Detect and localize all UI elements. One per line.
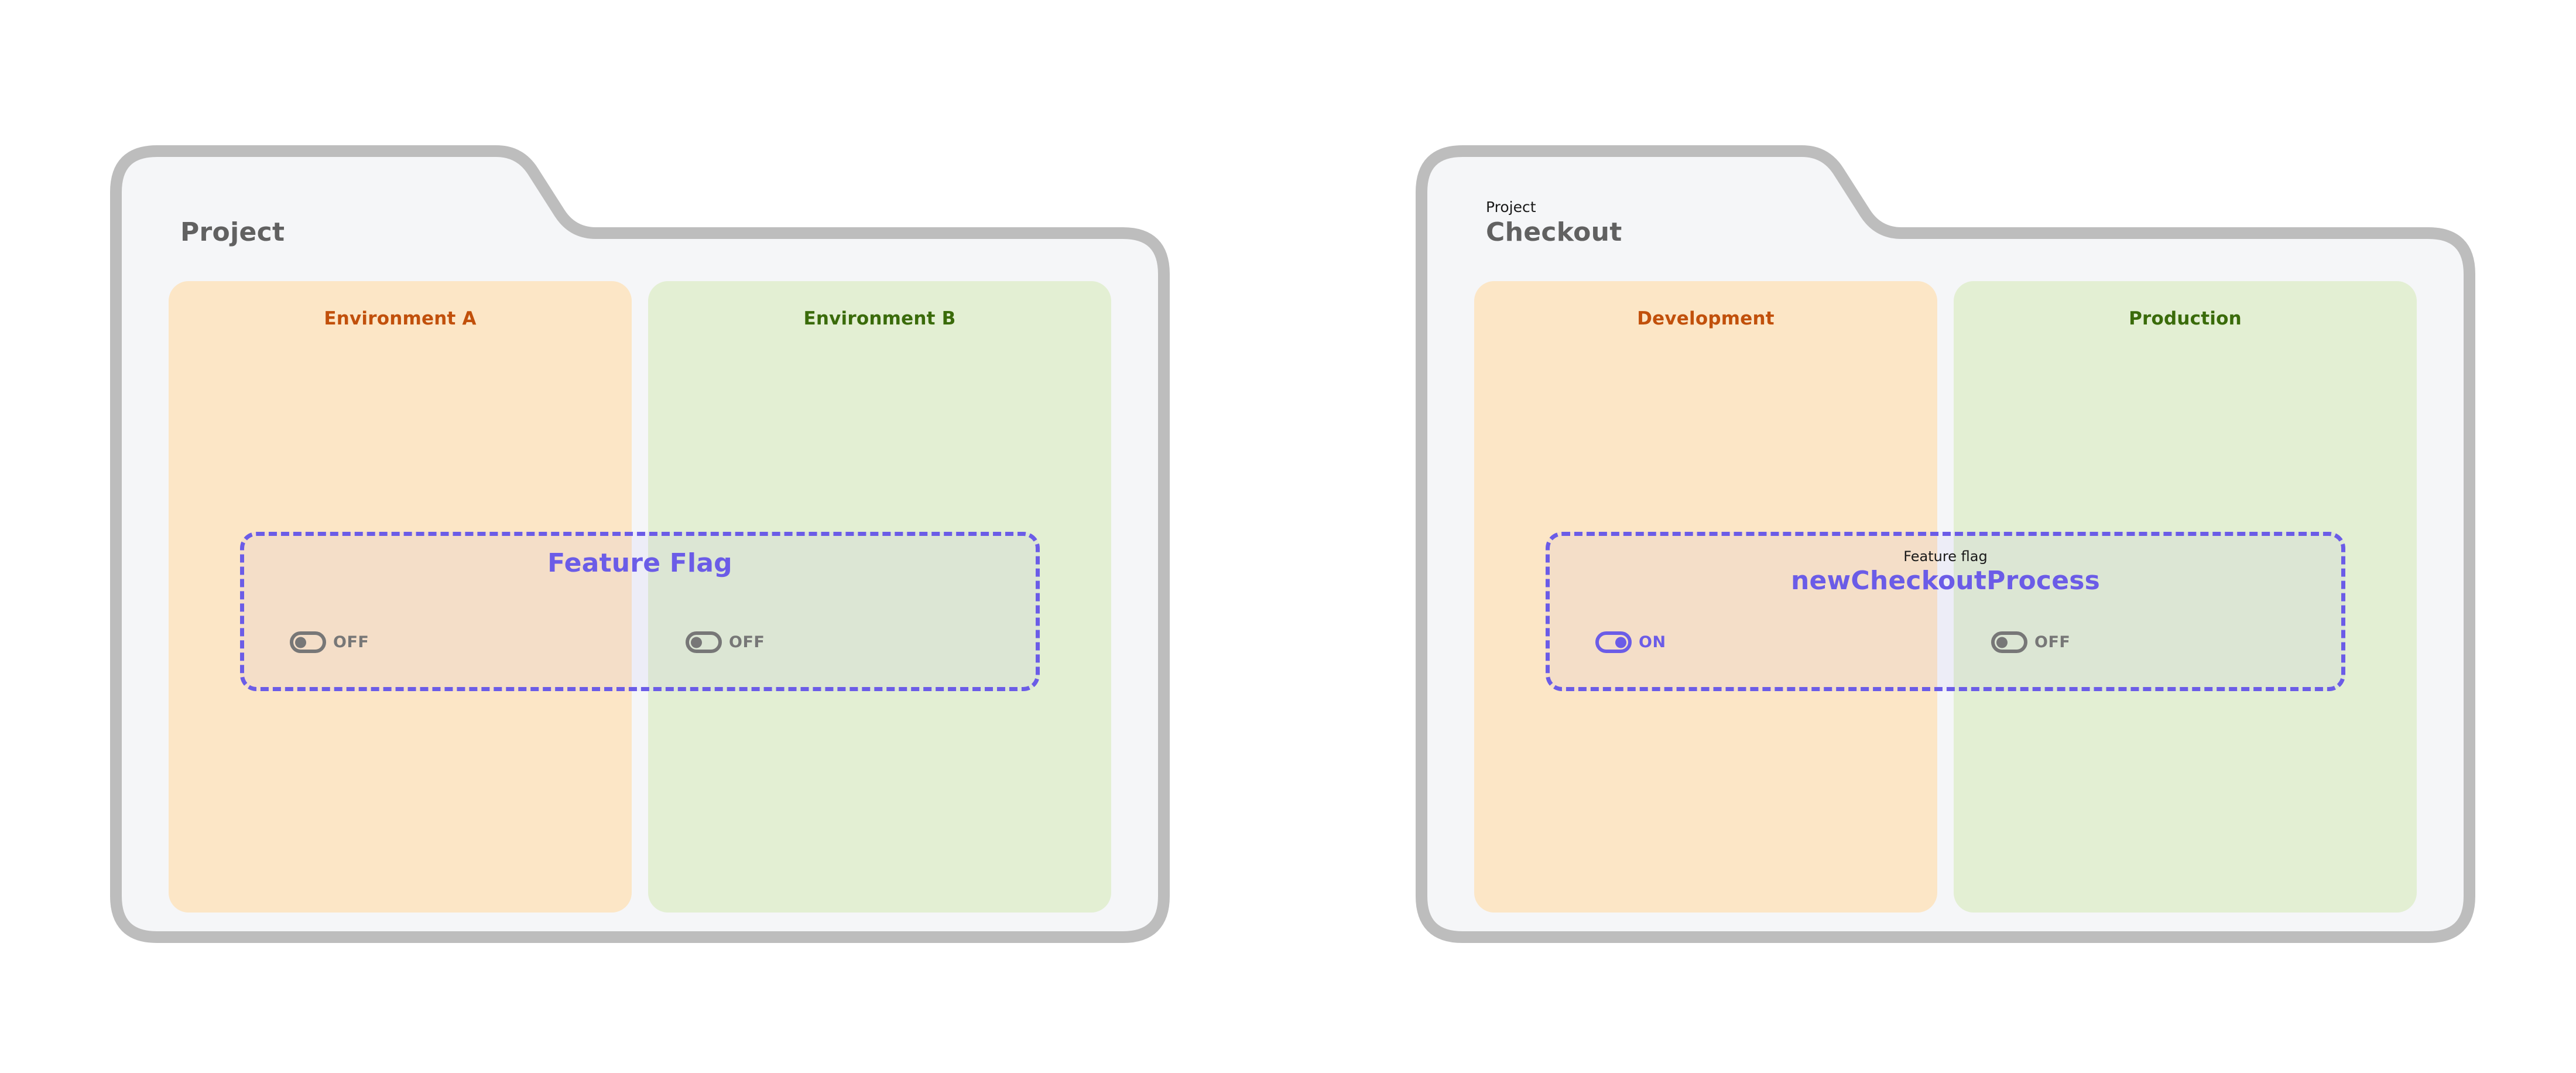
environment-title: Environment A bbox=[324, 308, 477, 329]
toggle-switch-icon[interactable] bbox=[1595, 631, 1632, 653]
feature-flag-toggle-prod[interactable]: OFF bbox=[686, 631, 765, 653]
toggle-state-label: OFF bbox=[2034, 633, 2071, 651]
environment-title: Production bbox=[2129, 308, 2242, 329]
folder-checkout: Project Checkout Development Production … bbox=[1416, 145, 2475, 943]
toggle-state-label: OFF bbox=[729, 633, 765, 651]
environment-row: Development Production bbox=[1474, 281, 2417, 913]
toggle-knob bbox=[295, 637, 306, 648]
toggle-switch-icon[interactable] bbox=[686, 631, 722, 653]
feature-flag-band: Feature flag newCheckoutProcess ON OFF bbox=[1546, 532, 2345, 691]
toggle-switch-icon[interactable] bbox=[290, 631, 326, 653]
toggle-state-label: ON bbox=[1639, 633, 1666, 651]
folder-generic: Project Environment A Environment B Feat… bbox=[110, 145, 1170, 943]
environment-panel-dev: Development bbox=[1474, 281, 1937, 913]
flag-half-prod: OFF bbox=[1945, 536, 2341, 687]
feature-flag-band: Feature Flag OFF OFF bbox=[240, 532, 1040, 691]
feature-flag-toggle-dev[interactable]: OFF bbox=[290, 631, 369, 653]
toggle-state-label: OFF bbox=[333, 633, 369, 651]
toggle-switch-icon[interactable] bbox=[1991, 631, 2027, 653]
environment-title: Development bbox=[1637, 308, 1775, 329]
flag-half-dev: ON bbox=[1550, 536, 1945, 687]
environment-panel-dev: Environment A bbox=[169, 281, 632, 913]
toggle-knob bbox=[691, 637, 702, 648]
flag-half-dev: OFF bbox=[244, 536, 640, 687]
environment-title: Environment B bbox=[803, 308, 956, 329]
toggle-knob bbox=[1996, 637, 2008, 648]
feature-flag-toggle-dev[interactable]: ON bbox=[1595, 631, 1666, 653]
toggle-knob bbox=[1615, 637, 1626, 648]
environment-panel-prod: Environment B bbox=[648, 281, 1111, 913]
environment-panel-prod: Production bbox=[1954, 281, 2417, 913]
flag-half-prod: OFF bbox=[640, 536, 1036, 687]
feature-flag-toggle-prod[interactable]: OFF bbox=[1991, 631, 2070, 653]
environment-row: Environment A Environment B bbox=[169, 281, 1111, 913]
